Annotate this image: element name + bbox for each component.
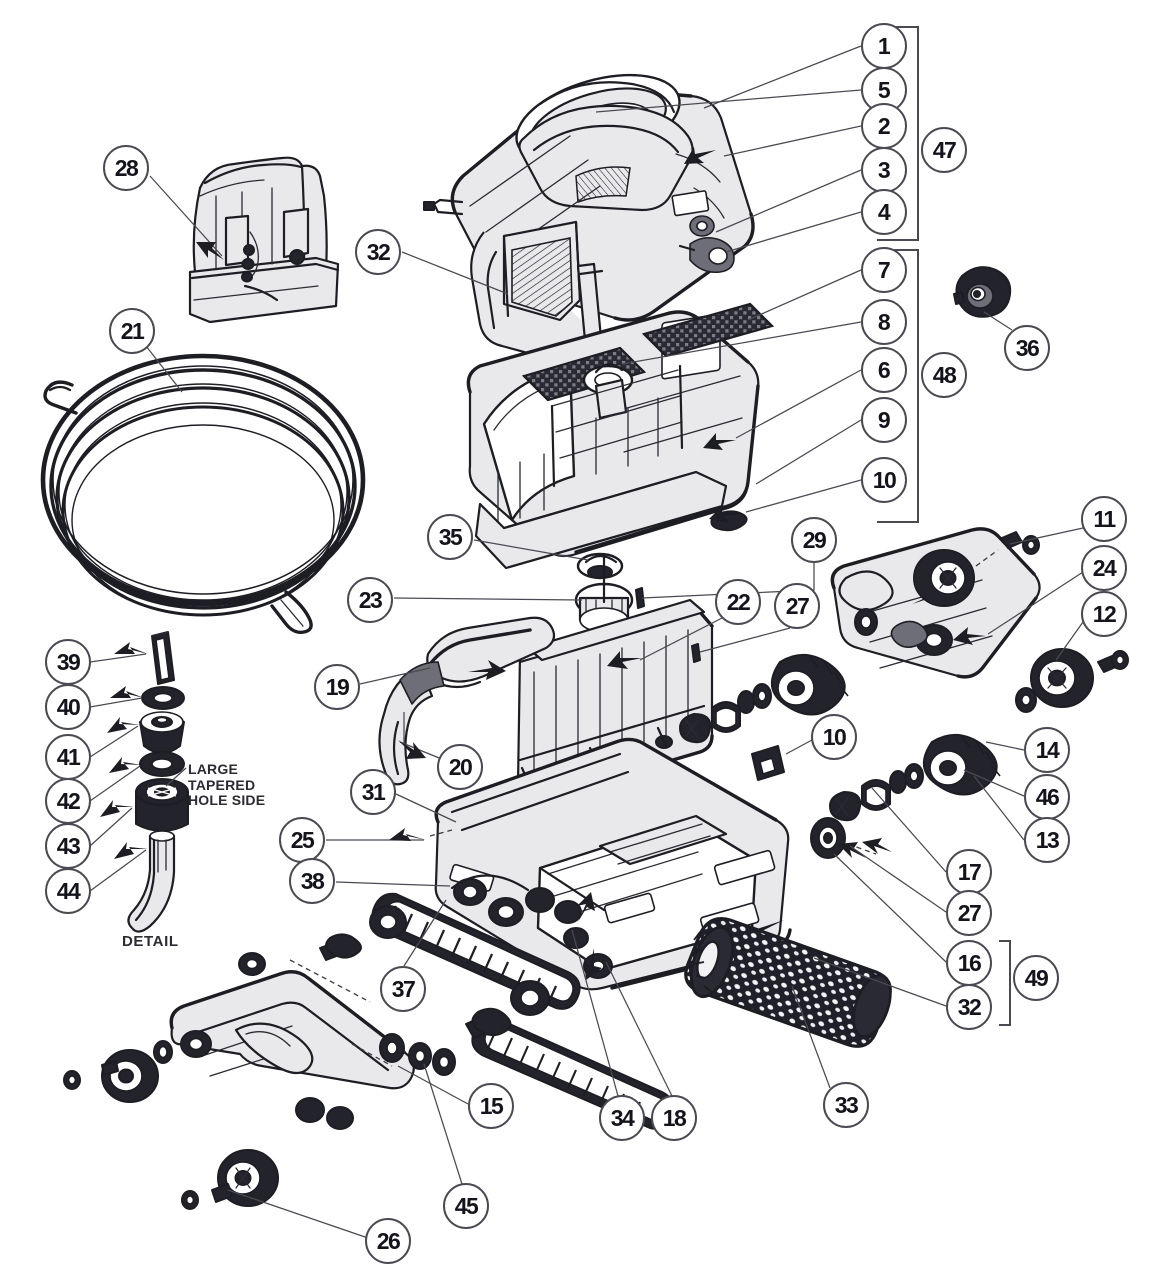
part-22-pump-motor-block	[516, 587, 714, 801]
callout-33[interactable]: 33	[823, 1082, 869, 1128]
callout-25[interactable]: 25	[279, 817, 325, 863]
detail-column-39-44	[127, 631, 189, 933]
callout-23[interactable]: 23	[347, 577, 393, 623]
callout-16[interactable]: 16	[946, 940, 992, 986]
part-36-swivel-fitting	[953, 266, 1012, 318]
part-13-drive-motor-right	[829, 734, 1001, 822]
callout-20[interactable]: 20	[437, 744, 483, 790]
callout-41[interactable]: 41	[45, 734, 91, 780]
part-15-side-plate-left	[63, 933, 512, 1130]
callout-49[interactable]: 49	[1013, 955, 1059, 1001]
callout-9[interactable]: 9	[861, 397, 907, 443]
part-16-bearing-washer	[810, 817, 892, 859]
callout-47[interactable]: 47	[921, 127, 967, 173]
callout-35[interactable]: 35	[427, 514, 473, 560]
callout-38[interactable]: 38	[289, 858, 335, 904]
callout-4[interactable]: 4	[861, 189, 907, 235]
callout-11[interactable]: 11	[1081, 496, 1127, 542]
callout-48[interactable]: 48	[921, 352, 967, 398]
callout-17[interactable]: 17	[946, 849, 992, 895]
part-33-brush-roller	[684, 917, 892, 1048]
leader-lines	[89, 45, 1084, 1239]
callout-26[interactable]: 26	[365, 1218, 411, 1264]
callout-31[interactable]: 31	[350, 769, 396, 815]
callout-14[interactable]: 14	[1024, 727, 1070, 773]
callout-42[interactable]: 42	[45, 778, 91, 824]
callout-36[interactable]: 36	[1004, 325, 1050, 371]
callout-45[interactable]: 45	[443, 1183, 489, 1229]
callout-8[interactable]: 8	[861, 299, 907, 345]
callout-24[interactable]: 24	[1081, 545, 1127, 591]
callout-1[interactable]: 1	[861, 23, 907, 69]
note-detail: DETAIL	[122, 933, 179, 950]
callout-21[interactable]: 21	[109, 308, 155, 354]
part-7-filter-screen-rear	[641, 302, 775, 358]
callout-19[interactable]: 19	[314, 664, 360, 710]
callout-39[interactable]: 39	[45, 639, 91, 685]
part-21-cable-coil	[40, 353, 366, 635]
callout-32[interactable]: 32	[355, 229, 401, 275]
callout-27[interactable]: 27	[946, 890, 992, 936]
callout-10[interactable]: 10	[861, 457, 907, 503]
callout-13[interactable]: 13	[1024, 817, 1070, 863]
part-23-drive-coupling	[574, 554, 634, 633]
part-6-filter-housing	[466, 302, 775, 570]
callout-43[interactable]: 43	[45, 823, 91, 869]
callout-22[interactable]: 22	[715, 579, 761, 625]
part-10-retaining-clip	[751, 745, 785, 781]
part-18-main-chassis	[434, 737, 792, 991]
part-26-wheel-lower	[181, 1149, 279, 1210]
callout-2[interactable]: 2	[861, 103, 907, 149]
part-8-filter-screen-front	[521, 346, 647, 402]
callout-12[interactable]: 12	[1081, 591, 1127, 637]
note-large-tapered-hole-side: LARGE TAPERED HOLE SIDE	[188, 761, 266, 808]
part-28-caddy	[188, 156, 340, 324]
callout-40[interactable]: 40	[45, 684, 91, 730]
callout-46[interactable]: 46	[1024, 774, 1070, 820]
callout-32[interactable]: 32	[946, 984, 992, 1030]
callout-7[interactable]: 7	[861, 247, 907, 293]
callout-3[interactable]: 3	[861, 147, 907, 193]
callout-28[interactable]: 28	[103, 145, 149, 191]
part-1-top-cover-assembly	[423, 73, 755, 376]
callout-15[interactable]: 15	[468, 1083, 514, 1129]
callout-29[interactable]: 29	[791, 517, 837, 563]
callout-6[interactable]: 6	[861, 347, 907, 393]
bracket-group-49	[999, 940, 1011, 1026]
callout-18[interactable]: 18	[651, 1095, 697, 1141]
part-35-swivel-assembly	[576, 552, 624, 580]
callout-44[interactable]: 44	[45, 868, 91, 914]
callout-34[interactable]: 34	[599, 1095, 645, 1141]
callout-27[interactable]: 27	[774, 583, 820, 629]
callout-37[interactable]: 37	[380, 966, 426, 1012]
callout-10[interactable]: 10	[811, 714, 857, 760]
